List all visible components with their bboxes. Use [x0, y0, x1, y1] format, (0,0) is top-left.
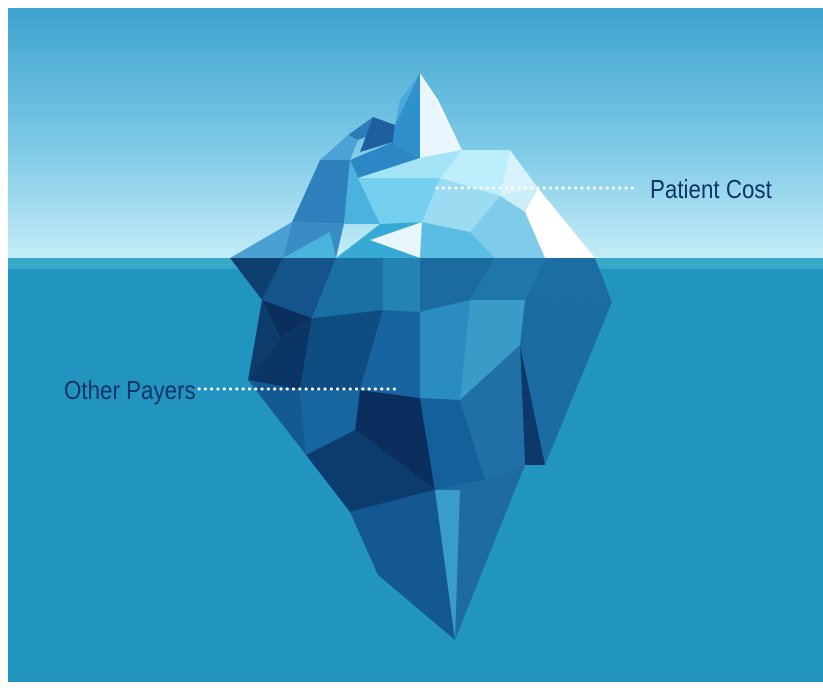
patient-cost-label: Patient Cost — [650, 176, 772, 202]
other-payers-label: Other Payers — [64, 377, 196, 403]
